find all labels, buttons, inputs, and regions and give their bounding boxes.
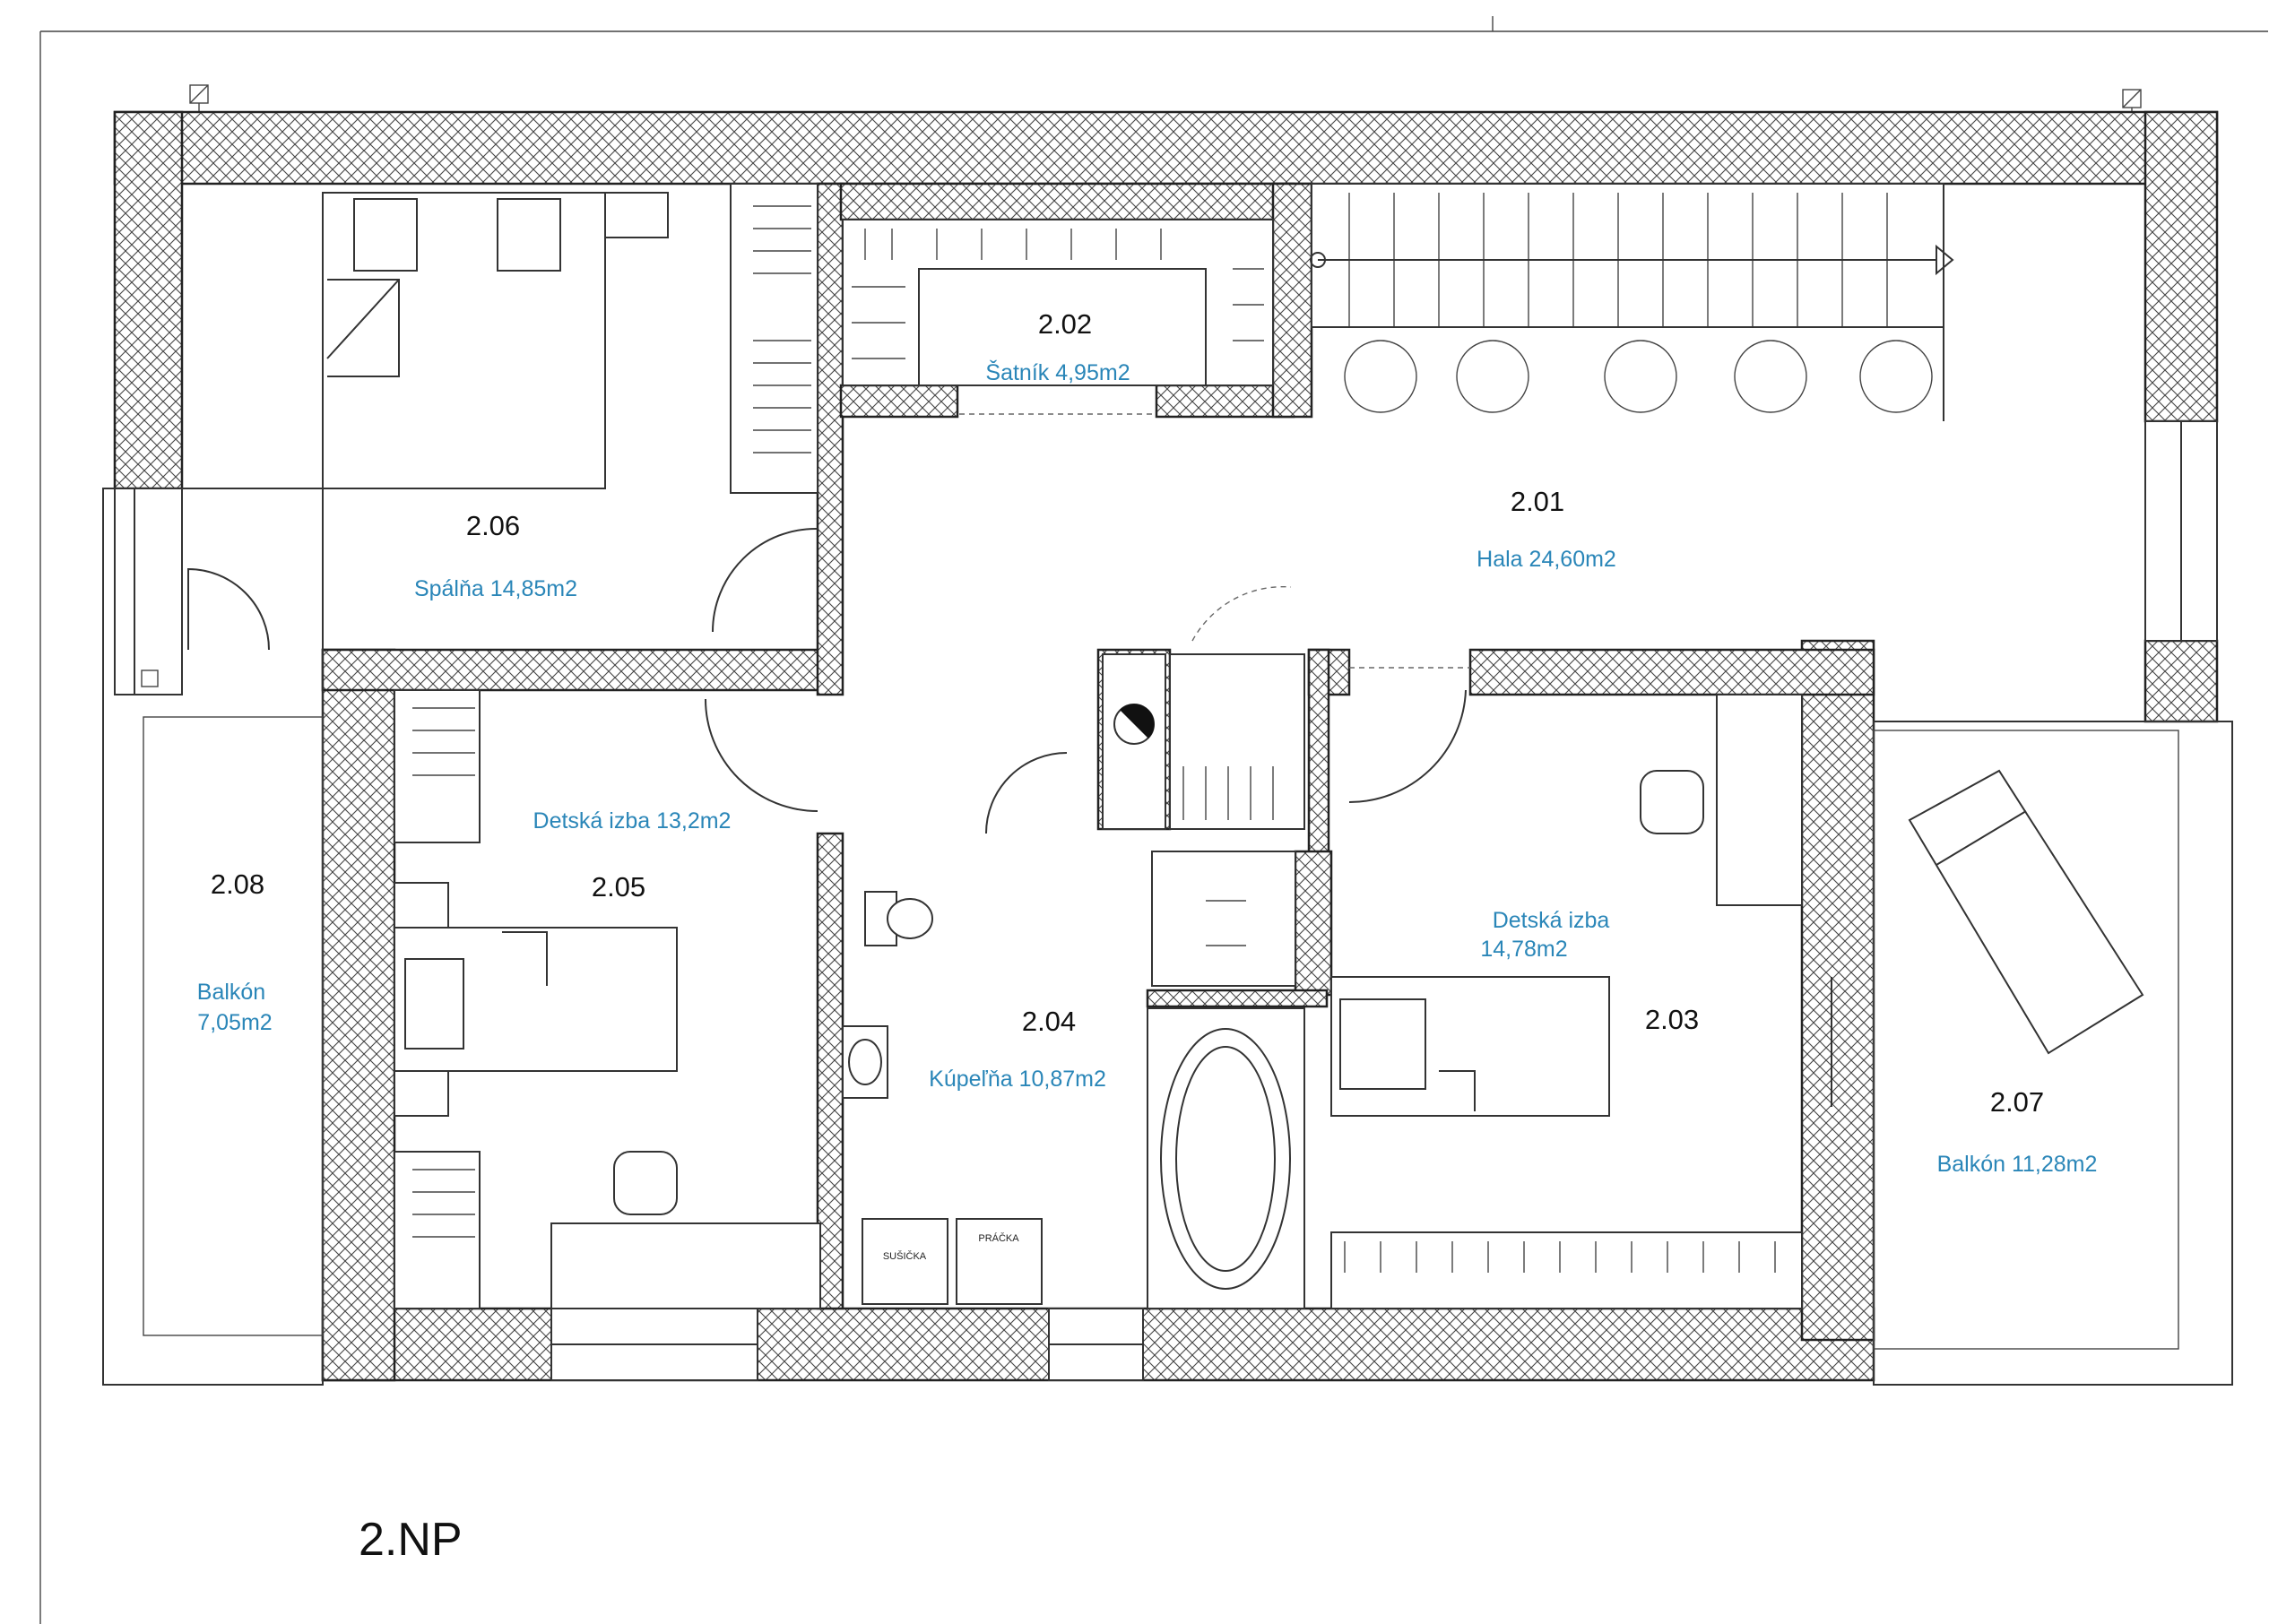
room-label-2-08-line2: 7,05m2 <box>197 1010 272 1035</box>
sheet-border <box>39 16 2268 1624</box>
room-label-2-02: Šatník 4,95m2 <box>985 359 1130 385</box>
dryer: SUŠIČKA <box>862 1218 948 1305</box>
bathtub <box>1147 1007 1305 1309</box>
child-room-wardrobe-top <box>394 689 481 843</box>
staircase <box>1310 183 1954 328</box>
double-bed <box>322 192 669 489</box>
washer-label: PRÁČKA <box>978 1232 1019 1244</box>
utility-closet <box>1102 653 1166 830</box>
floor-title: 2.NP <box>359 1514 463 1566</box>
room-number-2-05: 2.05 <box>592 871 645 903</box>
walk-in-wardrobe <box>842 219 1274 386</box>
room-number-2-04: 2.04 <box>1022 1006 1076 1037</box>
balcony-2-07 <box>1873 721 2233 1386</box>
sun-lounger <box>1908 769 2144 1055</box>
room-number-2-01: 2.01 <box>1511 486 1564 517</box>
room-number-2-08: 2.08 <box>211 868 264 900</box>
wardrobe-2-03 <box>1330 1231 1803 1309</box>
room-number-2-02: 2.02 <box>1038 308 1092 340</box>
room-label-2-03-line2: 14,78m2 <box>1480 937 1567 962</box>
room-label-2-03-line1: Detská izba <box>1493 908 1610 933</box>
child-bed-2-03 <box>1330 976 1610 1117</box>
room-label-2-05: Detská izba 13,2m2 <box>533 808 732 834</box>
windows <box>114 420 2218 1381</box>
bedroom-wardrobe <box>730 183 818 494</box>
desk-2-03 <box>1640 694 1803 906</box>
planter-row <box>1312 184 1944 421</box>
room-label-2-08-line1: Balkón <box>197 980 265 1005</box>
dryer-label: SUŠIČKA <box>883 1250 927 1262</box>
room-label-2-01: Hala 24,60m2 <box>1477 547 1616 572</box>
room-label-2-06: Spálňa 14,85m2 <box>414 576 577 601</box>
sink <box>842 1025 888 1099</box>
section-marker-left <box>189 84 209 112</box>
balcony-2-08 <box>102 488 324 1386</box>
toilet <box>864 891 933 946</box>
storage-shelves <box>1169 653 1305 830</box>
desk-2-05 <box>550 1151 821 1309</box>
room-number-2-07: 2.07 <box>1990 1086 2044 1118</box>
room-label-2-07: Balkón 11,28m2 <box>1937 1152 2098 1177</box>
room-number-2-03: 2.03 <box>1645 1004 1699 1035</box>
room-label-2-04: Kúpeľňa 10,87m2 <box>929 1067 1106 1092</box>
doors <box>187 413 1832 1107</box>
child-bed-2-05 <box>394 882 678 1117</box>
washing-machine: PRÁČKA <box>956 1218 1043 1305</box>
room-number-2-06: 2.06 <box>466 510 520 541</box>
shower-cabinet <box>1151 851 1296 987</box>
child-room-wardrobe-bottom <box>394 1151 481 1309</box>
